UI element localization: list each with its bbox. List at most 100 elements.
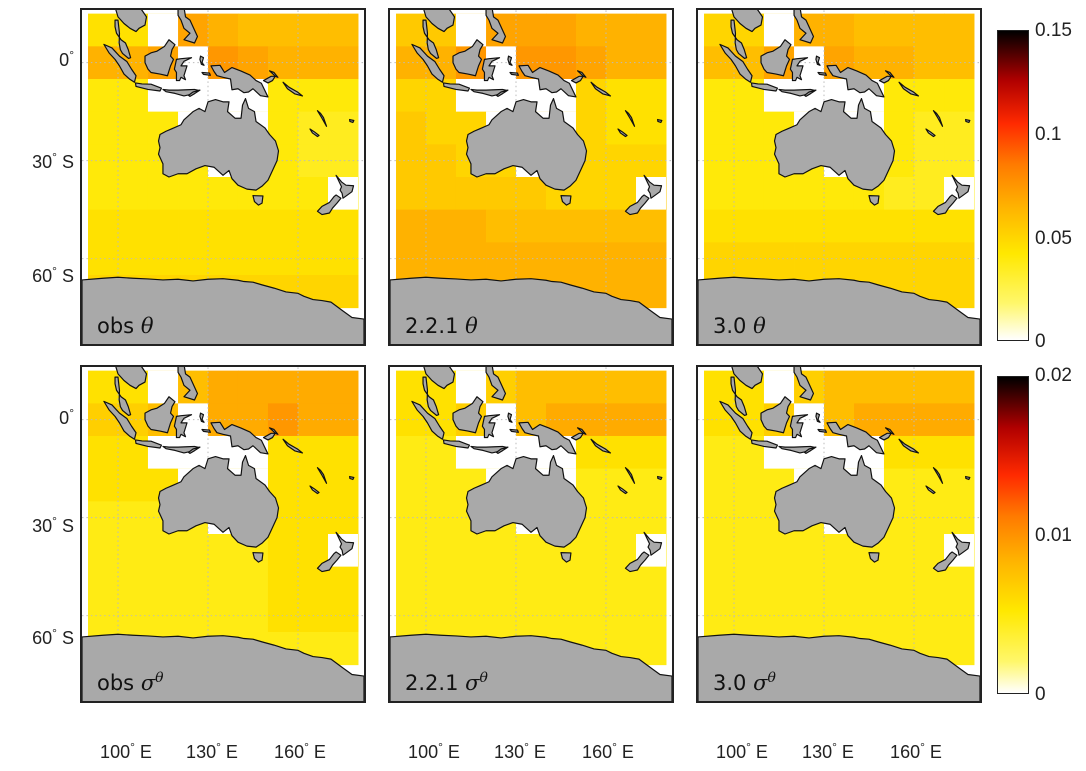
landmass [349,475,355,481]
landmass [925,485,936,495]
landmass [803,89,817,97]
landmass [518,421,577,455]
data-cell [516,534,547,568]
x-tick-label: 160° E [582,740,634,762]
data-cell [914,78,945,113]
data-cell [914,435,945,470]
landmass [932,551,958,573]
colorbar-tick: 0.15 [1035,20,1072,41]
data-cell [88,78,119,113]
landmass [173,57,193,82]
data-cell [117,209,149,243]
landmass [576,70,587,78]
y-tick-label: 0° [59,406,74,428]
data-cell [298,370,329,404]
data-cell [883,46,915,80]
no-data-mask [763,13,795,47]
data-cell [704,13,735,47]
data-cell [606,78,637,113]
data-cell [704,111,735,145]
data-cell [914,468,945,502]
landmass [789,57,809,82]
data-cell [396,13,427,47]
landmass [187,89,201,97]
landmass [422,376,440,416]
data-cell [763,534,795,568]
data-cell [455,534,487,568]
landmass [452,396,484,434]
data-cell [208,209,239,243]
data-cell [147,177,179,211]
data-cell [704,78,735,113]
landmass [157,455,280,548]
data-cell [516,209,547,243]
data-cell [575,370,607,404]
data-cell [636,111,667,145]
data-cell [147,566,179,600]
data-cell [298,468,329,502]
data-cell [396,111,427,145]
landmass [199,412,205,423]
data-cell [396,78,427,113]
y-tick-label: 60° S [32,264,74,286]
landmass [507,412,513,423]
data-cell [545,13,577,47]
landmass [115,10,148,33]
data-cell [794,566,825,600]
landmass [817,428,827,433]
data-cell [883,78,915,113]
data-cell [516,13,547,47]
colorbar-tick: 0.1 [1035,124,1062,145]
panel-label: 3.0 σθ [713,670,776,695]
data-cell [117,111,149,145]
data-cell [117,468,149,502]
landmass [349,118,355,124]
landmass [898,81,920,97]
data-cell [396,209,427,243]
data-cell [396,370,427,404]
map-canvas [698,367,980,701]
map-panel-obs-sigma: obs σθ [80,365,366,703]
data-cell [298,209,329,243]
data-cell [328,370,359,404]
data-cell [944,632,975,666]
x-tick-label: 130° E [802,740,854,762]
map-canvas [82,10,364,344]
landmass [617,128,628,138]
landmass [423,10,456,33]
data-cell [914,209,945,243]
landmass [951,531,971,556]
data-cell [794,177,825,211]
data-cell [606,177,637,211]
landmass [316,194,342,216]
data-cell [267,566,299,600]
data-cell [178,177,209,211]
data-cell [824,534,855,568]
landmass [268,70,279,78]
landmass [932,110,944,127]
landmass [210,421,269,455]
landmass [951,174,971,199]
x-tick-label: 130° E [494,740,546,762]
landmass [719,43,753,83]
landmass [826,64,885,98]
landmass [485,10,507,44]
no-data-mask [455,370,487,404]
data-cell [237,566,269,600]
data-cell [944,435,975,470]
data-cell [328,468,359,502]
data-cell [944,566,975,600]
data-cell [763,177,795,211]
landmass [518,64,577,98]
landmass [115,367,148,390]
landmass [201,428,211,433]
data-cell [237,370,269,404]
data-cell [606,111,637,145]
data-cell [328,78,359,113]
data-cell [545,209,577,243]
landmass [624,110,636,127]
data-cell [794,209,825,243]
landmass [793,10,815,44]
map-canvas [698,10,980,344]
data-cell [396,534,427,568]
